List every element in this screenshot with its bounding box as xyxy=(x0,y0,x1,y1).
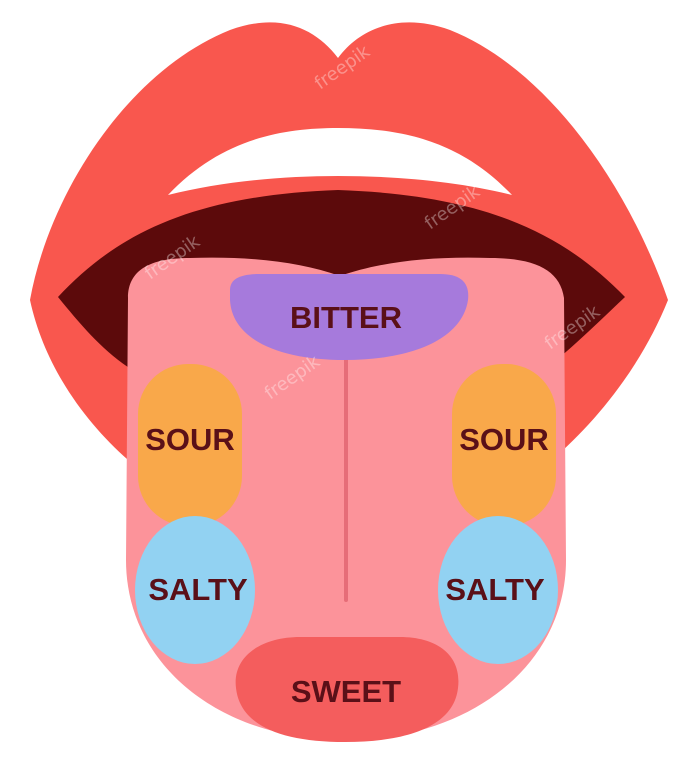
zone-label-sweet: SWEET xyxy=(291,674,401,709)
zone-label-salty-right: SALTY xyxy=(445,572,545,607)
zone-label-bitter: BITTER xyxy=(290,300,402,335)
zone-label-sour-left: SOUR xyxy=(145,422,235,457)
zone-label-salty-left: SALTY xyxy=(148,572,248,607)
zone-label-sour-right: SOUR xyxy=(459,422,549,457)
